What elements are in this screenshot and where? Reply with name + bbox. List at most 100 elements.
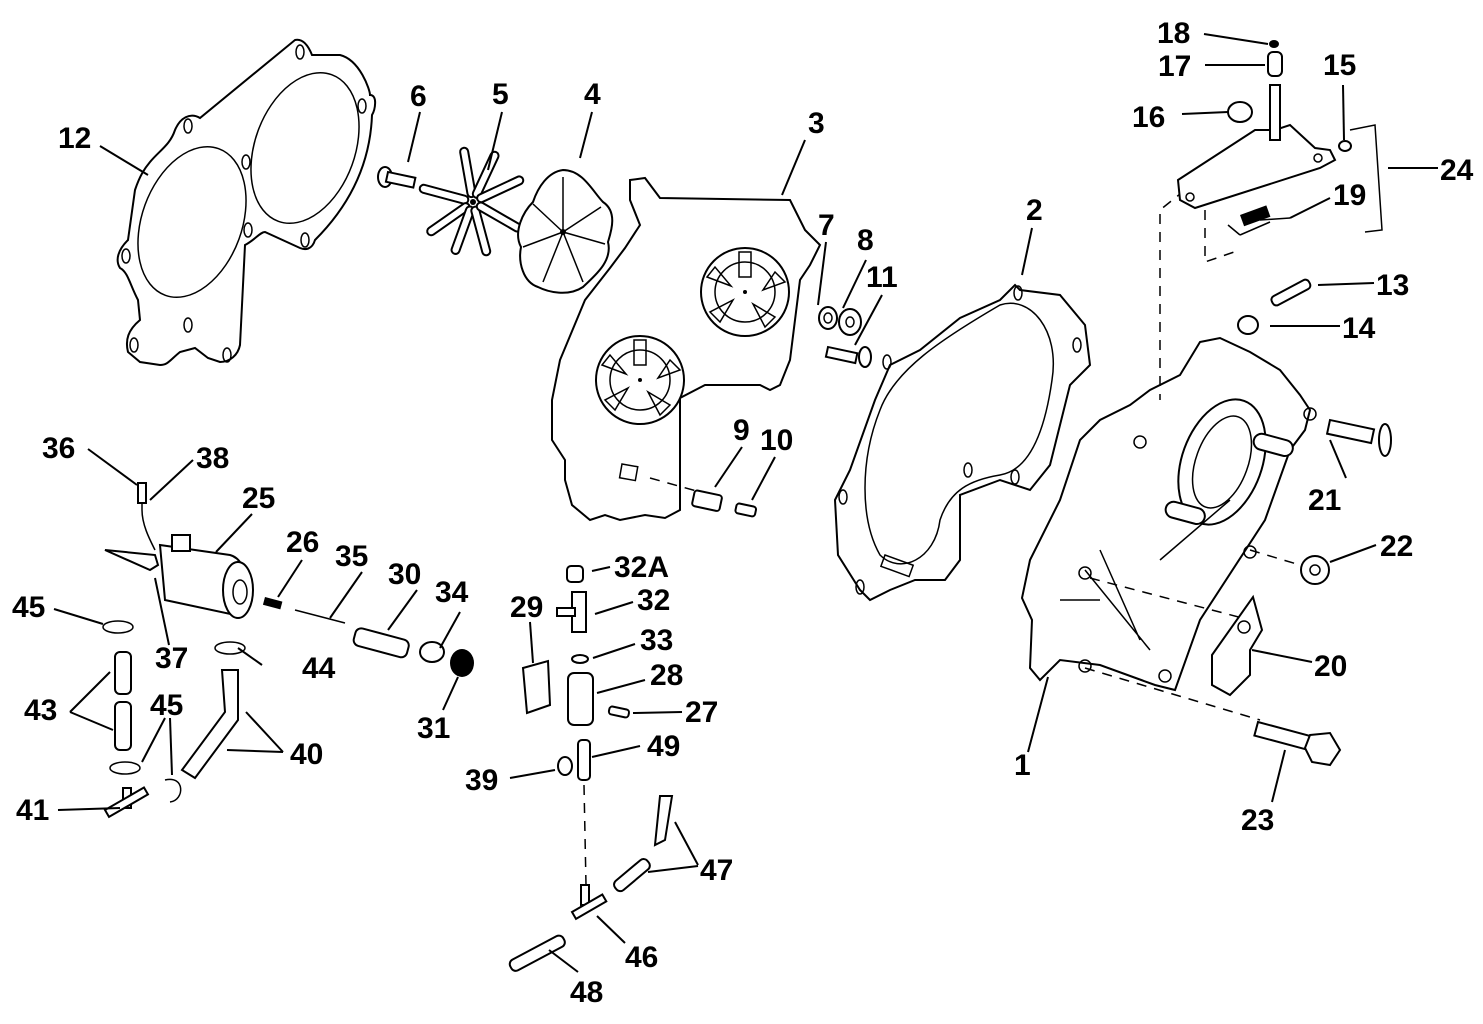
part-32-fitting [556,591,587,633]
part-48-hose [508,934,566,972]
part-16-throttle-lever [1176,84,1337,210]
label-part-40: 40 [290,738,323,771]
assembly-line [649,477,701,493]
label-part-46: 46 [625,941,658,974]
part-23-bolt [1253,720,1342,767]
part-20-bracket [1211,594,1264,697]
label-part-36: 36 [42,432,75,465]
part-9-check-valve [691,489,723,512]
label-part-26: 26 [286,526,319,559]
leader-lines [53,33,1438,973]
part-32a-cap [566,565,584,583]
part-30-plunger [352,627,410,659]
part-15-clip [1338,140,1352,152]
part-34-spring [419,641,445,663]
part-7-washer [818,306,838,330]
part-44-clamp [214,641,246,655]
part-33-o-ring [571,654,589,664]
label-part-47: 47 [700,854,733,887]
label-part-33: 33 [640,624,673,657]
label-part-32a: 32A [614,551,669,584]
part-1-manifold [1020,336,1317,692]
part-39-plug [557,756,573,776]
part-4-valve-plate [517,168,614,294]
part-28-valve-body [567,672,594,726]
label-part-44: 44 [302,652,336,685]
label-part-16: 16 [1132,101,1165,134]
label-part-18: 18 [1157,17,1190,50]
label-part-32: 32 [637,584,670,617]
part-17-sleeve [1267,51,1283,77]
part-36-38-wire [137,482,156,551]
part-22-nut [1300,555,1330,585]
part-41-tee-fitting [103,786,150,819]
part-12-gasket [116,38,377,367]
label-part-8: 8 [857,224,874,257]
label-part-43: 43 [24,694,57,727]
label-part-45b: 45 [150,689,183,722]
part-24-link-rod [1349,124,1383,233]
label-part-17: 17 [1158,50,1191,83]
label-part-4: 4 [584,78,601,111]
part-21-screw [1325,418,1392,457]
label-part-34: 34 [435,576,469,609]
label-part-49: 49 [647,730,680,763]
label-part-2: 2 [1026,194,1043,227]
label-part-21: 21 [1308,484,1341,517]
label-part-20: 20 [1314,650,1347,683]
part-27-screw [607,705,631,719]
assembly-line [1204,210,1241,264]
part-19-spring [1227,205,1291,236]
label-part-35: 35 [335,540,368,573]
part-6-screw [377,166,417,189]
label-part-31: 31 [417,712,450,745]
label-part-37: 37 [155,642,188,675]
part-3-pump-body [551,176,822,522]
label-part-9: 9 [733,414,750,447]
label-part-19: 19 [1333,179,1366,212]
label-part-25: 25 [242,482,275,515]
label-part-14: 14 [1342,312,1376,345]
label-part-48: 48 [570,976,603,1009]
label-part-12: 12 [58,122,91,155]
part-43-hose [114,651,132,751]
part-46-tee [570,884,608,921]
part-25-solenoid [104,534,254,619]
assembly-line [1089,577,1251,621]
label-part-24: 24 [1440,154,1474,187]
part-2-gasket [833,283,1092,602]
label-part-45a: 45 [12,591,45,624]
assembly-line [1084,667,1261,721]
label-part-3: 3 [808,107,825,140]
part-11-screw [824,345,872,368]
label-part-6: 6 [410,80,427,113]
part-49-hose [577,739,591,781]
part-29-diaphragm [521,659,552,715]
part-10-screw [734,502,758,518]
label-part-28: 28 [650,659,683,692]
part-47-hose [613,795,674,893]
part-13-bolt [1270,278,1312,307]
label-part-38: 38 [196,442,229,475]
assembly-line [583,784,587,886]
assembly-line [1249,549,1301,566]
assembly-line [1159,189,1186,400]
label-part-13: 13 [1376,269,1409,302]
part-31-cap [450,649,474,677]
label-part-41: 41 [16,794,49,827]
part-18-washer [1269,40,1279,48]
label-part-15: 15 [1323,49,1356,82]
label-part-1: 1 [1014,749,1031,782]
part-8-nut [838,308,862,336]
label-part-7: 7 [818,209,835,242]
part-26-spring [262,597,283,610]
part-5-valve-star [418,146,525,257]
label-part-10: 10 [760,424,793,457]
part-45b-clamp [109,761,182,803]
label-part-23: 23 [1241,804,1274,837]
label-part-39: 39 [465,764,498,797]
label-part-29: 29 [510,591,543,624]
label-part-11: 11 [866,261,898,294]
